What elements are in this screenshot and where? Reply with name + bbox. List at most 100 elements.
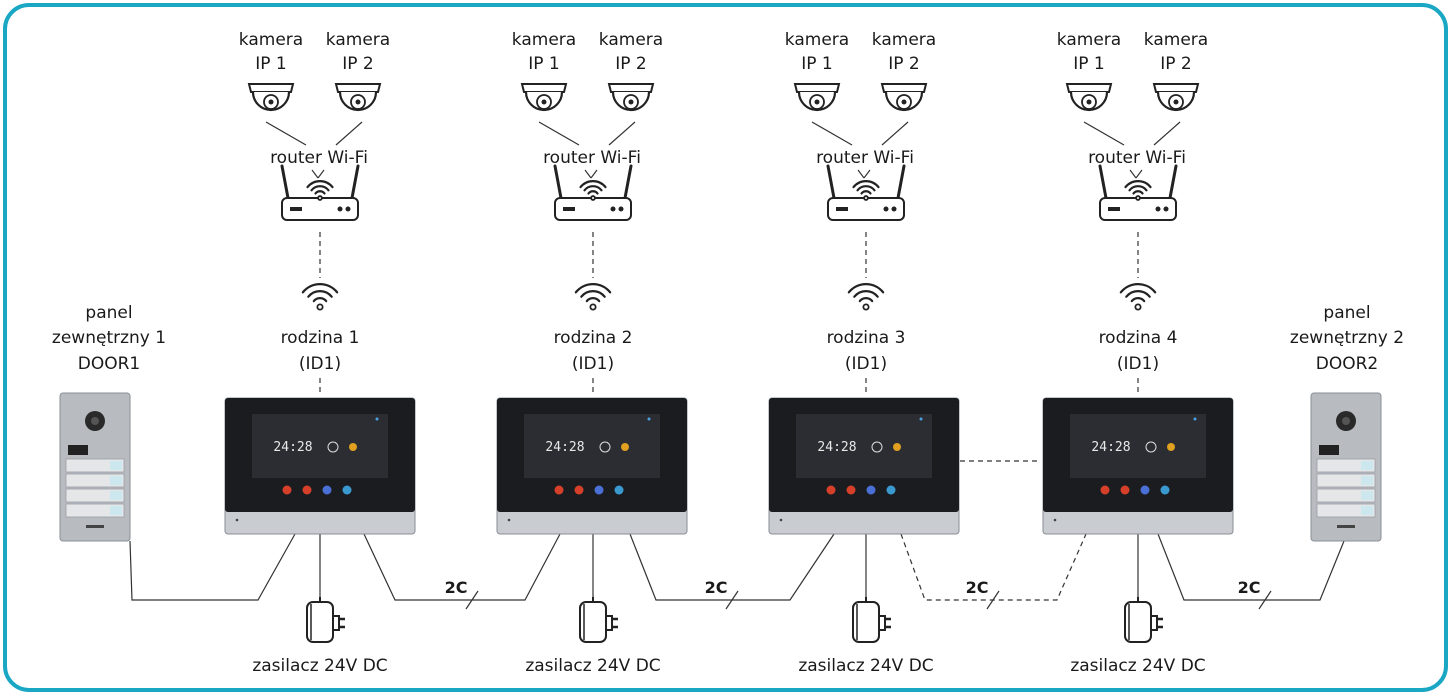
wifi-signal-icon [1124,180,1152,201]
wifi-arc [856,185,876,192]
camera-2-id: IP 2 [1160,54,1192,74]
wifi-dot [862,303,870,311]
router-caret [1135,169,1143,179]
camera-1-label: kamera [512,30,576,50]
bus-label-2c: 2C [1238,578,1261,597]
camera-lens-center [901,99,907,105]
router-antenna-right [896,164,906,200]
bus-slash [725,590,739,610]
wifi-arc [307,290,333,298]
wifi-dot [1134,303,1142,311]
wifi-arc [306,180,334,189]
camera-1-link [811,121,853,146]
wifi-arc [314,190,326,195]
labels-layer: kamera IP 1 kamera IP 2 router Wi-Fi rodzina … [52,30,1404,676]
monitor-status-led [647,417,651,421]
bus-door1-monitor1 [129,533,296,601]
dome-camera-icon [520,83,568,112]
wifi-arc [583,185,603,192]
wifi-arc [1119,283,1157,294]
router-caret [317,169,325,179]
power-adapter-icon [579,597,618,643]
monitor-button [594,485,604,495]
dome-camera-icon [1065,83,1113,112]
wifi-signal-icon [847,283,885,311]
camera-lens-center [1173,99,1179,105]
monitor-clock: 24:28 [1091,440,1130,455]
wifi-dot [590,195,596,201]
dome-camera-icon [334,83,382,112]
camera-1-link [538,121,580,146]
dome-camera-icon [793,83,841,112]
camera-1-label: kamera [1057,30,1121,50]
camera-2-label: kamera [326,30,390,50]
camera-2-id: IP 2 [888,54,920,74]
router-port [1108,207,1120,211]
router-caret [590,169,598,179]
camera-1-id: IP 1 [1073,54,1105,74]
family-id: (ID1) [572,354,614,374]
wifi-dot [1135,195,1141,201]
door-label: DOOR1 [78,354,140,374]
camera-2-label: kamera [599,30,663,50]
router-led [891,206,897,212]
camera-2-id: IP 2 [342,54,374,74]
indoor-monitor-icon: 24:28 [224,397,416,535]
wifi-arc [858,297,874,303]
monitor-sun-icon [893,443,901,451]
door-button-led [1361,506,1373,515]
door-label: panel [85,303,132,323]
camera-2-link [881,121,909,146]
dome-camera-icon [1152,83,1200,112]
camera-1-label: kamera [785,30,849,50]
dome-camera-icon [880,83,928,112]
wifi-arc [574,283,612,294]
monitor-status-led [1193,417,1197,421]
monitor-sun-icon [349,443,357,451]
wifi-router-icon [1098,164,1178,221]
wifi-dot [316,303,324,311]
family-id: (ID1) [845,354,887,374]
router-caret [584,169,592,179]
monitor-sun-icon [621,443,629,451]
bus-monitor2-monitor3 [629,533,835,601]
monitor-weather-icon [1145,441,1157,453]
dome-camera-icon [247,83,295,112]
router-port [290,207,302,211]
wifi-arc [853,290,879,298]
camera-1-link [265,121,307,146]
router-label: router Wi-Fi [1088,148,1186,168]
wifi-signal-icon [306,180,334,201]
door-button-led [1361,476,1373,485]
wifi-dot [863,195,869,201]
router-port [836,207,848,211]
camera-lens-center [541,99,547,105]
router-led [610,206,616,212]
wifi-arc [310,185,330,192]
indoor-monitor-icon: 24:28 [496,397,688,535]
power-adapter-icon [852,597,891,643]
wifi-arc [587,190,599,195]
door-button-led [110,461,122,470]
camera-2-link [608,121,636,146]
wifi-arc [579,180,607,189]
bus-slash [986,590,1000,610]
wifi-arc [1128,185,1148,192]
router-led [337,206,343,212]
door-call-button [65,488,125,503]
bus-monitor3-monitor4 [900,533,1087,601]
monitor-screen [1070,414,1206,478]
family-label: rodzina 3 [827,328,906,348]
monitor-clock: 24:28 [273,440,312,455]
monitor-button [302,485,312,495]
camera-1-id: IP 1 [255,54,287,74]
wifi-signal-icon [852,180,880,201]
router-caret [857,169,865,179]
camera-base [1152,83,1200,93]
door-call-button [65,473,125,488]
family-label: rodzina 1 [281,328,360,348]
monitor-button [886,485,896,495]
family-label: rodzina 4 [1099,328,1178,348]
bus-label-2c: 2C [966,578,989,597]
